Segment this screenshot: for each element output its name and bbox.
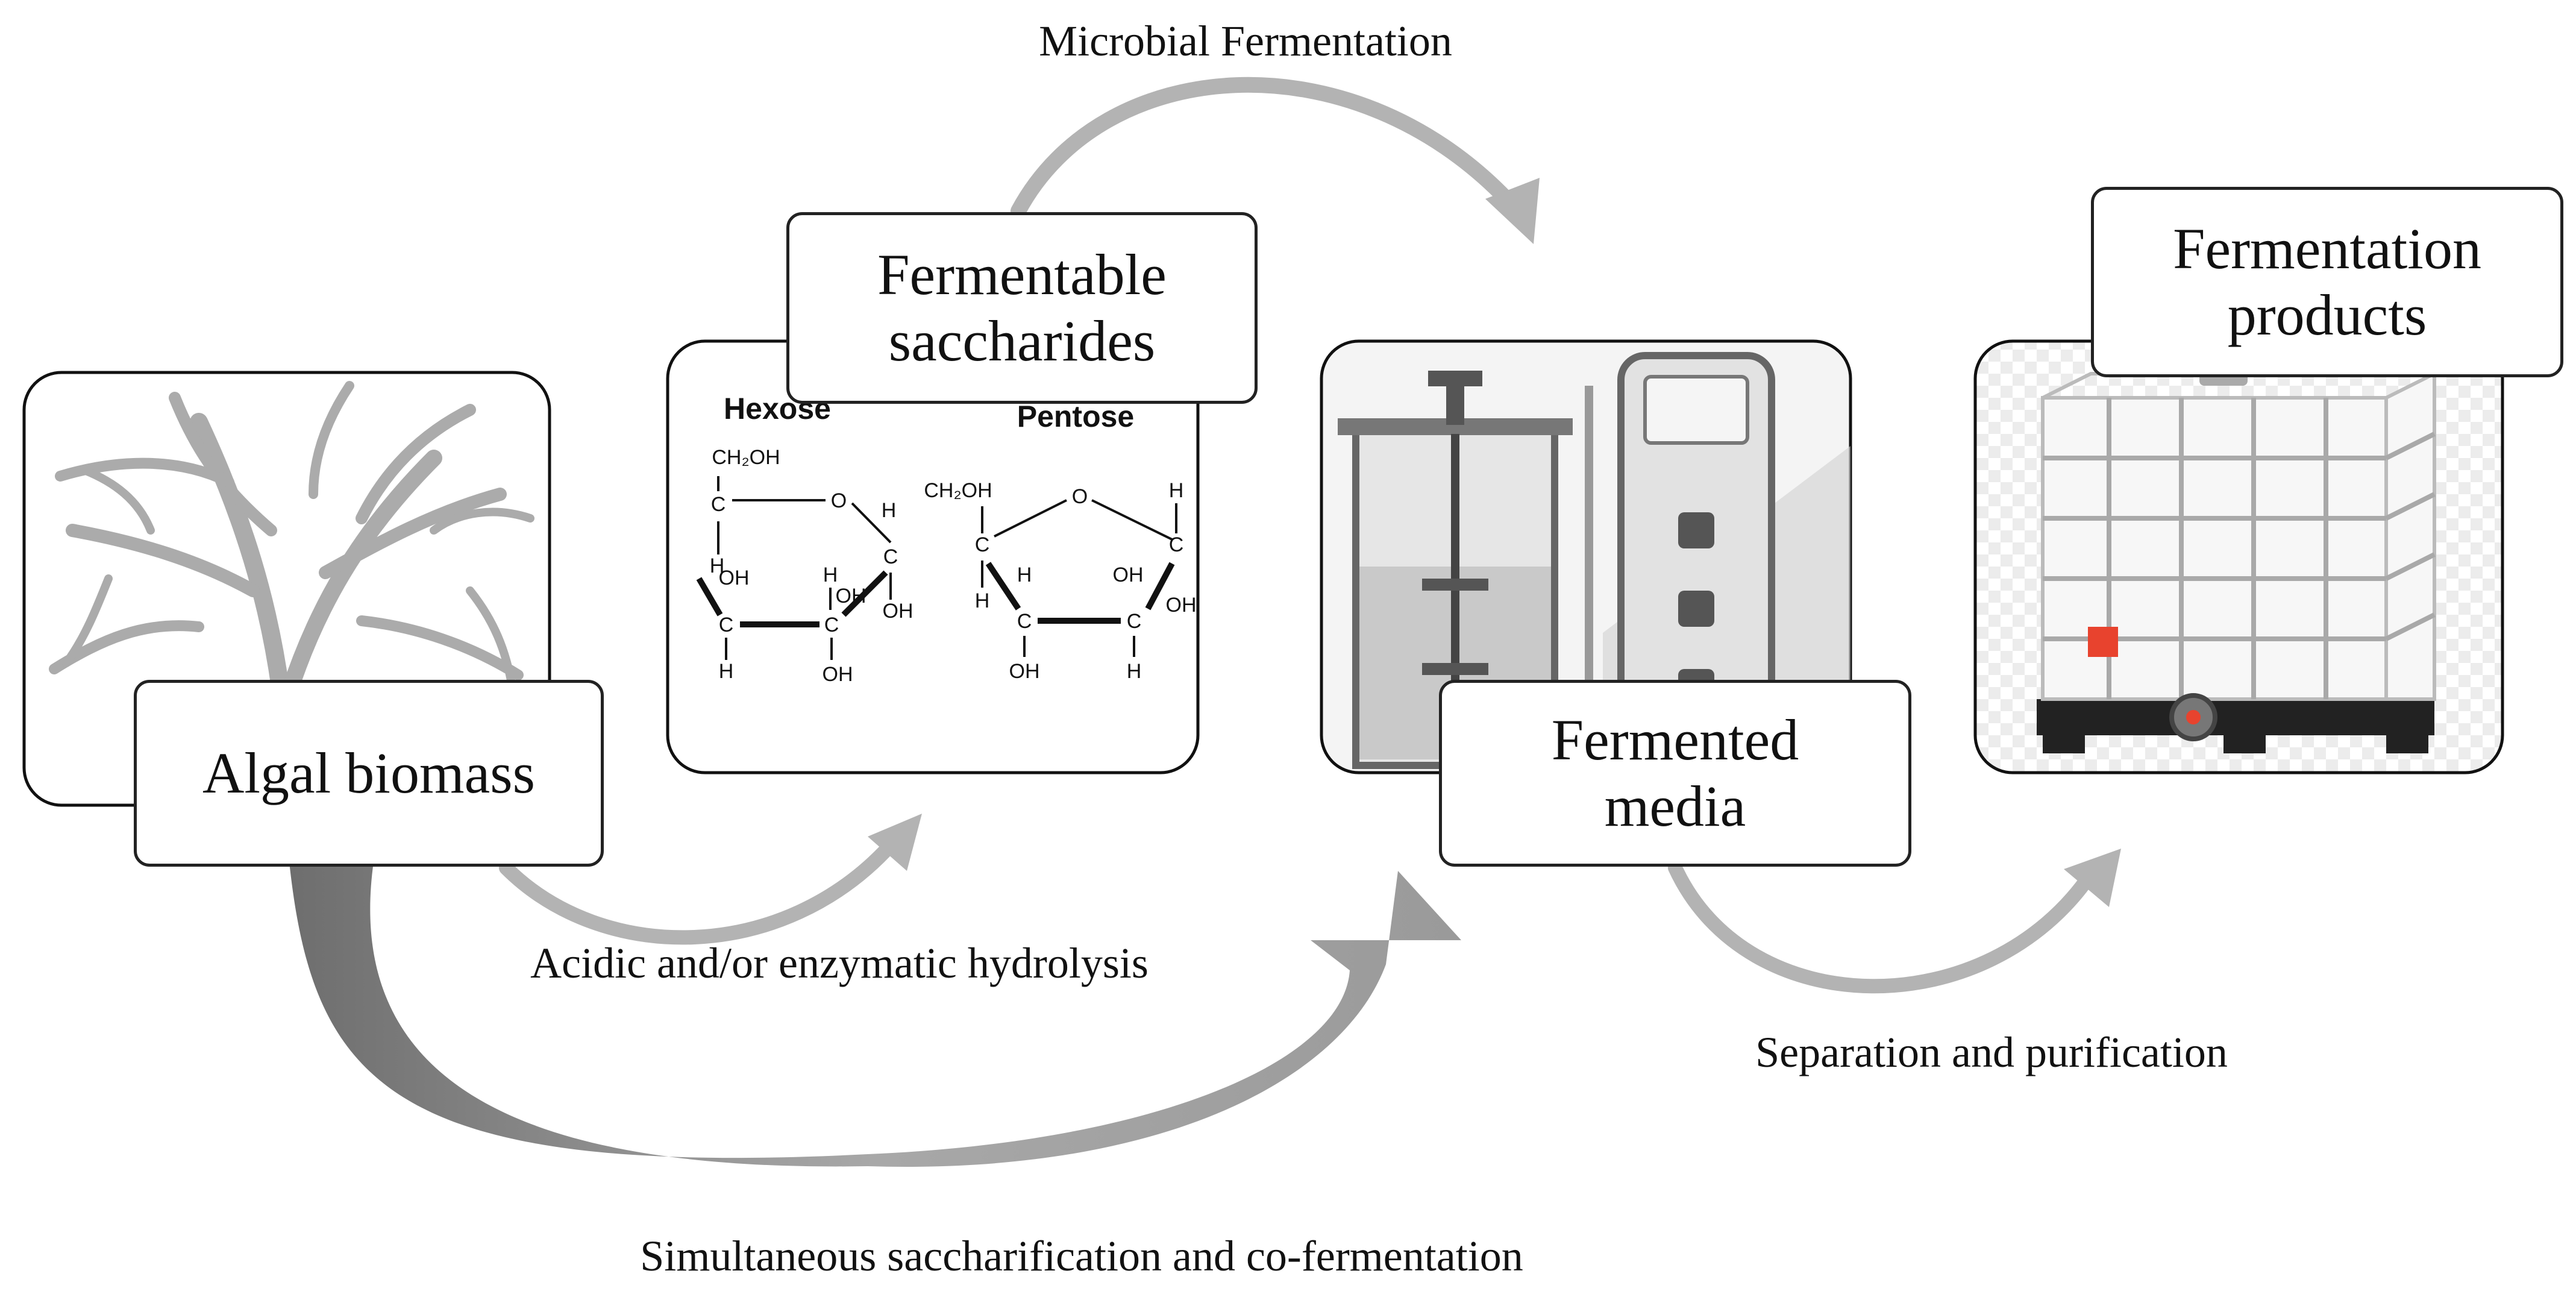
svg-text:O: O bbox=[1072, 485, 1088, 508]
svg-text:OH: OH bbox=[1166, 594, 1197, 617]
microbial-fermentation-arrow bbox=[1011, 77, 1540, 244]
hazard-label bbox=[2088, 627, 2118, 657]
ssf-label: Simultaneous saccharification and co-fer… bbox=[640, 1232, 1523, 1280]
svg-text:CH₂OH: CH₂OH bbox=[924, 479, 992, 502]
svg-text:OH: OH bbox=[1113, 564, 1144, 586]
svg-text:OH: OH bbox=[836, 585, 867, 608]
seaweed-illustration bbox=[49, 381, 534, 720]
svg-text:OH: OH bbox=[719, 567, 750, 589]
svg-text:H: H bbox=[1169, 479, 1184, 502]
svg-text:C: C bbox=[1169, 533, 1184, 556]
fermentation-products-label: Fermentation products bbox=[2091, 187, 2563, 377]
svg-text:H: H bbox=[1017, 564, 1032, 586]
svg-text:OH: OH bbox=[883, 600, 914, 623]
hexose-structure: CH₂OH C O H C OH H OH C C H OH H OH bbox=[696, 446, 914, 686]
svg-text:CH₂OH: CH₂OH bbox=[712, 446, 780, 469]
separation-label: Separation and purification bbox=[1755, 1028, 2228, 1076]
svg-text:OH: OH bbox=[1009, 660, 1040, 683]
hydrolysis-label: Acidic and/or enzymatic hydrolysis bbox=[530, 939, 1149, 987]
fermentation-products-image bbox=[1973, 339, 2504, 774]
svg-text:C: C bbox=[1127, 610, 1142, 633]
svg-text:H: H bbox=[1127, 660, 1142, 683]
separation-arrow bbox=[1668, 849, 2121, 994]
algal-biomass-label: Algal biomass bbox=[134, 680, 604, 867]
saccharides-image: Hexose Pentose CH₂OH C O H C OH H OH C C… bbox=[666, 339, 1200, 774]
fermented-media-label: Fermented media bbox=[1439, 680, 1911, 867]
svg-text:C: C bbox=[1017, 610, 1032, 633]
svg-text:H: H bbox=[882, 499, 897, 522]
pentose-structure: CH₂OH C O H C H H C C OH OH OH H bbox=[924, 479, 1196, 683]
pentose-title: Pentose bbox=[1017, 400, 1135, 433]
svg-text:OH: OH bbox=[823, 663, 853, 686]
svg-text:C: C bbox=[824, 614, 839, 636]
fermentable-saccharides-label: Fermentable saccharides bbox=[786, 212, 1258, 404]
svg-text:H: H bbox=[710, 554, 725, 577]
svg-text:H: H bbox=[975, 589, 990, 612]
microbial-fermentation-label: Microbial Fermentation bbox=[1039, 17, 1452, 65]
ssf-arrow bbox=[289, 862, 1461, 1167]
svg-text:C: C bbox=[975, 533, 990, 556]
svg-text:C: C bbox=[719, 614, 734, 636]
svg-text:H: H bbox=[719, 660, 734, 683]
svg-text:O: O bbox=[831, 489, 847, 512]
svg-text:C: C bbox=[883, 545, 898, 568]
svg-text:H: H bbox=[823, 564, 838, 586]
hydrolysis-arrow bbox=[499, 814, 922, 945]
svg-text:C: C bbox=[711, 493, 726, 516]
